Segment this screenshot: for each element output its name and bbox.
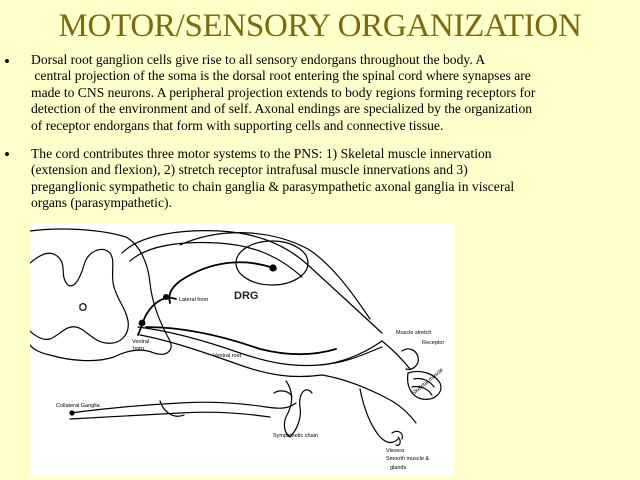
ventral-horn-label: horn [133,346,144,352]
gray-matter-outline [30,248,129,344]
lateral-horn-label: Lateral horn [179,297,208,303]
collateral-ganglion [69,410,75,416]
bullet-paragraph-2: The cord contributes three motor systems… [31,146,637,212]
bullet-1-line: of receptor endorgans that form with sup… [31,117,444,133]
smooth-muscle-label: Smooth muscle & [386,456,429,462]
central-canal [79,303,87,311]
drg-upper-arc [179,232,371,320]
bullet-1-line: Dorsal root ganglion cells give rise to … [31,52,486,67]
drg-cell-body [269,264,277,272]
glands-label: glands [390,465,406,471]
bullet-paragraph-1: Dorsal root ganglion cells give rise to … [31,52,637,134]
lateral-horn-cell-body [163,294,169,300]
ventral-root-label: Ventral root [213,353,242,359]
receptor-label: Receptor [422,340,444,346]
drg-axon [168,261,277,304]
bullet-marker-1: • [4,52,10,71]
sympathetic-chain-2 [273,390,293,398]
bullet-1-line: detection of the environment and of self… [31,101,533,117]
ventral-root-2 [139,334,323,378]
sympathetic-chain [283,380,313,438]
dorsal-root-inner [129,241,303,278]
viscera-branch [359,388,399,444]
spinal-cord-diagram-svg: DRG Lateral horn Ventral horn Ventral ro… [30,228,445,471]
muscle-stretch-label: Muscle stretch [396,330,431,336]
ventral-horn-cell-body [138,319,146,327]
bullet-2-line: preganglionic sympathetic to chain gangl… [31,178,515,194]
bullet-1-line: made to CNS neurons. A peripheral projec… [31,84,536,100]
spinal-nerve-2 [321,374,417,424]
muscle-stretch-receptor [401,348,419,370]
bullet-1-line: central projection of the soma is the do… [31,68,531,84]
viscera-label: Viscera [386,448,405,454]
collateral-ganglia-label: Collateral Ganglia [56,403,101,409]
spinal-nerve [319,340,411,370]
collateral-ganglia-path [69,401,297,414]
bullet-2-line: (extension and flexion), 2) stretch rece… [31,162,468,178]
bullet-2-line: The cord contributes three motor systems… [31,146,492,161]
spinal-cord-outline [30,228,172,362]
ventral-horn-label: Ventral [132,339,149,345]
slide-title: MOTOR/SENSORY ORGANIZATION [58,8,582,44]
ventral-root [137,326,383,367]
motor-axon [145,326,337,356]
viscera-nerve-ending [391,430,403,446]
sympathetic-chain-label: Sympathetic chain [273,433,318,439]
spinal-cord-diagram: DRG Lateral horn Ventral horn Ventral ro… [30,223,454,476]
drg-label: DRG [234,290,258,302]
collateral-ganglia-path-2 [69,411,271,420]
skeletal-muscle [407,370,442,400]
bullet-marker-2: • [4,145,10,164]
bullet-2-line: organs (parasympathetic). [31,195,172,211]
